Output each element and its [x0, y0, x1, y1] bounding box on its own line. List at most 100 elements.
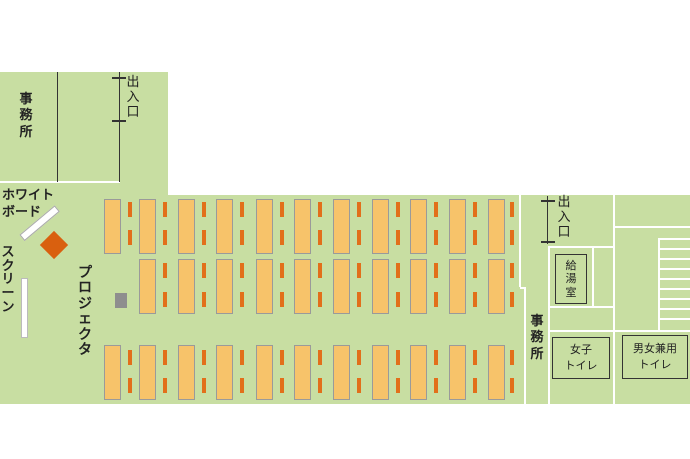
chair — [240, 292, 244, 307]
chair — [510, 263, 514, 278]
desk — [410, 259, 427, 314]
desk — [449, 345, 466, 400]
chair — [163, 230, 167, 245]
wall-line — [524, 287, 526, 404]
chair — [280, 202, 284, 217]
desk — [178, 259, 195, 314]
desk — [178, 345, 195, 400]
desk — [449, 259, 466, 314]
water-heater-room: 給 湯 室 — [555, 254, 587, 304]
office-left-label: 事 務 所 — [19, 92, 33, 140]
desk — [178, 199, 195, 254]
chair — [280, 350, 284, 365]
chair — [434, 202, 438, 217]
chair — [128, 378, 132, 393]
chair — [396, 263, 400, 278]
chair — [280, 292, 284, 307]
office-wall — [57, 72, 58, 182]
chair — [163, 292, 167, 307]
floor-left-office-area — [0, 72, 168, 197]
chair — [473, 230, 477, 245]
chair — [202, 350, 206, 365]
desk — [294, 259, 311, 314]
desk — [488, 259, 505, 314]
chair — [240, 350, 244, 365]
chair — [163, 350, 167, 365]
desk — [372, 199, 389, 254]
chair — [318, 350, 322, 365]
desk — [488, 199, 505, 254]
chair — [202, 292, 206, 307]
desk — [488, 345, 505, 400]
chair — [318, 202, 322, 217]
wall-line — [614, 226, 690, 228]
screen-label: スクリーン — [1, 245, 15, 315]
entrance-top-label: 出 入 口 — [126, 75, 140, 120]
chair — [128, 350, 132, 365]
door-mark — [541, 241, 555, 243]
desk — [294, 345, 311, 400]
chair — [357, 230, 361, 245]
desk — [294, 199, 311, 254]
chair — [473, 202, 477, 217]
chair — [396, 202, 400, 217]
chair — [473, 263, 477, 278]
chair — [396, 292, 400, 307]
desk — [104, 199, 121, 254]
chair — [510, 230, 514, 245]
desk — [372, 259, 389, 314]
chair — [357, 378, 361, 393]
desk — [139, 199, 156, 254]
entrance-wall-top — [119, 72, 120, 182]
chair — [510, 350, 514, 365]
chair — [240, 230, 244, 245]
wall-line — [548, 306, 613, 308]
unisex-toilet: 男女兼用 トイレ — [622, 335, 688, 379]
chair — [473, 350, 477, 365]
chair — [318, 292, 322, 307]
chair — [473, 378, 477, 393]
wall-line — [520, 287, 525, 289]
wall-line — [0, 181, 120, 183]
door-mark — [112, 77, 126, 79]
projector-label: プロジェクタ — [78, 265, 92, 358]
chair — [434, 350, 438, 365]
wall-line — [592, 246, 594, 306]
chair — [128, 230, 132, 245]
stairs — [658, 238, 690, 330]
desk — [333, 345, 350, 400]
chair — [202, 378, 206, 393]
desk — [139, 259, 156, 314]
chair — [128, 202, 132, 217]
screen — [21, 278, 28, 338]
chair — [396, 230, 400, 245]
desk — [256, 199, 273, 254]
chair — [434, 292, 438, 307]
chair — [202, 263, 206, 278]
chair — [202, 202, 206, 217]
desk — [216, 345, 233, 400]
chair — [510, 202, 514, 217]
desk — [410, 345, 427, 400]
chair — [280, 378, 284, 393]
desk — [449, 199, 466, 254]
chair — [202, 230, 206, 245]
entrance-right-label: 出 入 口 — [557, 195, 571, 240]
chair — [510, 292, 514, 307]
chair — [240, 378, 244, 393]
office-right-label: 事 務 所 — [530, 314, 544, 362]
desk — [139, 345, 156, 400]
chair — [318, 263, 322, 278]
chair — [318, 378, 322, 393]
chair — [510, 378, 514, 393]
desk — [216, 199, 233, 254]
chair — [396, 350, 400, 365]
chair — [357, 202, 361, 217]
chair — [434, 378, 438, 393]
desk — [256, 345, 273, 400]
womens-toilet: 女子 トイレ — [552, 337, 610, 379]
chair — [163, 378, 167, 393]
chair — [357, 263, 361, 278]
chair — [434, 230, 438, 245]
chair — [396, 378, 400, 393]
